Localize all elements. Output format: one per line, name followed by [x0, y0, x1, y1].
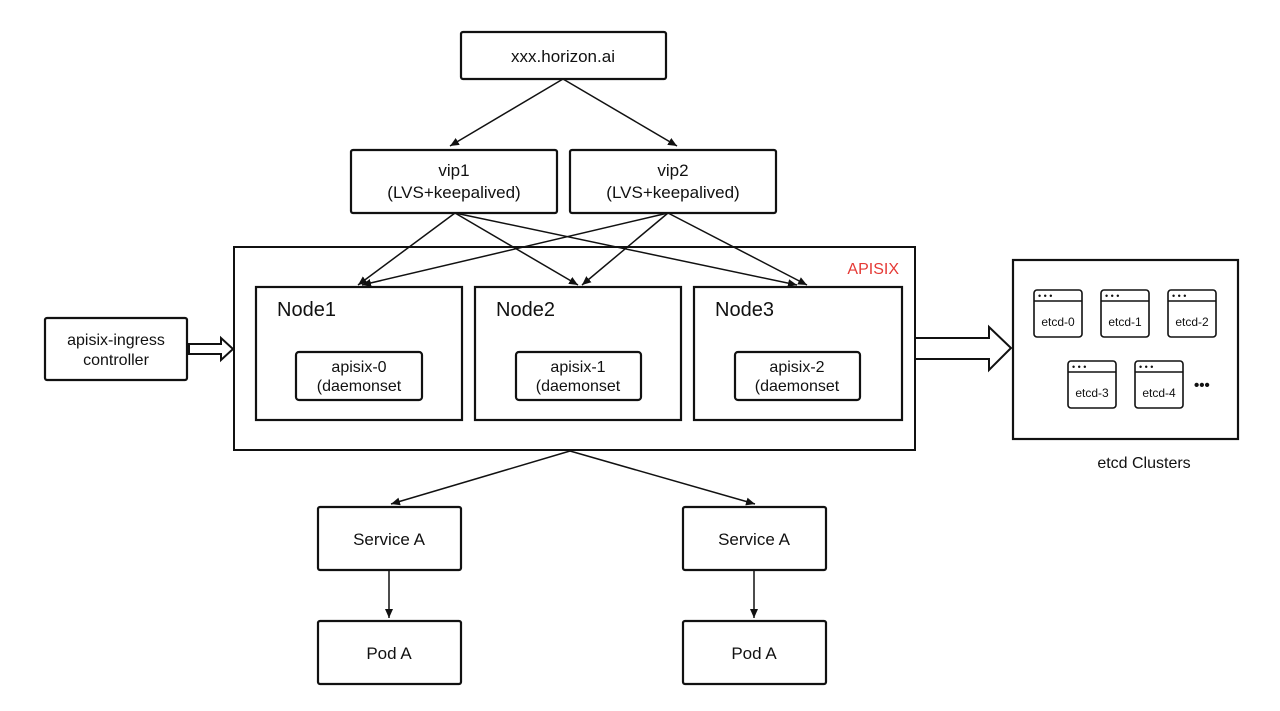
node-3-pod-type: (daemonset [755, 378, 840, 395]
ingress-line-2: controller [83, 352, 149, 369]
arrow-domain-vip1 [449, 78, 564, 147]
node-2: Node2 apisix-1 (daemonset [473, 285, 683, 422]
pod-box-apisix-0 [294, 350, 424, 402]
apisix-label: APISIX [847, 261, 899, 278]
etcd-3-label: etcd-3 [1075, 386, 1109, 400]
vip-1-name: vip1 [438, 161, 469, 180]
connectors [357, 78, 808, 618]
node-2-pod-name: apisix-1 [550, 359, 605, 376]
service-box-right: Service A [681, 505, 828, 572]
more-ellipsis-icon: ••• [1194, 377, 1210, 394]
arrow-apisix-service-left [390, 450, 571, 506]
etcd-node-3: • • • etcd-3 [1067, 360, 1117, 409]
ingress-line-1: apisix-ingress [67, 332, 165, 349]
window-dots-icon: • • • [1105, 291, 1119, 301]
vip-box-1: vip1 (LVS+keepalived) [349, 148, 559, 215]
domain-box: xxx.horizon.ai [459, 30, 668, 81]
pod-left-label: Pod A [366, 644, 412, 663]
etcd-node-4: • • • etcd-4 [1134, 360, 1184, 409]
window-dots-icon: • • • [1038, 291, 1052, 301]
etcd-cluster-box: • • • etcd-0 • • • etcd-1 • • • etcd-2 •… [1011, 258, 1240, 441]
node-1-title: Node1 [277, 299, 336, 321]
hollow-arrow-etcd-icon [914, 324, 1013, 373]
node-1-pod-name: apisix-0 [331, 359, 386, 376]
window-dots-icon: • • • [1072, 362, 1086, 372]
service-box-left: Service A [316, 505, 463, 572]
etcd-0-label: etcd-0 [1041, 315, 1075, 329]
node-3: Node3 apisix-2 (daemonset [692, 285, 904, 422]
node-3-title: Node3 [715, 299, 774, 321]
pod-box-left: Pod A [316, 619, 463, 686]
arrow-vip1-node1 [357, 212, 456, 286]
service-right-label: Service A [718, 530, 790, 549]
ingress-controller-box: apisix-ingress controller [43, 316, 189, 382]
etcd-node-2: • • • etcd-2 [1167, 289, 1217, 338]
node-2-title: Node2 [496, 299, 555, 321]
node-3-pod-name: apisix-2 [769, 359, 824, 376]
arrow-vip2-node2 [581, 212, 669, 286]
pod-box-apisix-2 [733, 350, 862, 402]
vip-1-detail: (LVS+keepalived) [387, 183, 520, 202]
node-1: Node1 apisix-0 (daemonset [254, 285, 464, 422]
vip-2-detail: (LVS+keepalived) [606, 183, 739, 202]
window-dots-icon: • • • [1172, 291, 1186, 301]
vip-box-2: vip2 (LVS+keepalived) [568, 148, 778, 215]
etcd-node-1: • • • etcd-1 [1100, 289, 1150, 338]
etcd-2-label: etcd-2 [1175, 315, 1209, 329]
etcd-clusters-caption: etcd Clusters [1097, 455, 1190, 472]
etcd-4-label: etcd-4 [1142, 386, 1176, 400]
etcd-1-label: etcd-1 [1108, 315, 1142, 329]
arrow-domain-vip2 [562, 78, 678, 147]
pod-right-label: Pod A [731, 644, 777, 663]
hollow-arrow-ingress-icon [188, 335, 235, 363]
domain-label: xxx.horizon.ai [511, 47, 615, 66]
window-dots-icon: • • • [1139, 362, 1153, 372]
pod-box-right: Pod A [681, 619, 828, 686]
vip-2-name: vip2 [657, 161, 688, 180]
arrow-vip2-node3 [667, 212, 808, 286]
node-2-pod-type: (daemonset [536, 378, 621, 395]
arrow-apisix-service-right [569, 450, 756, 506]
service-left-label: Service A [353, 530, 425, 549]
etcd-node-0: • • • etcd-0 [1033, 289, 1083, 338]
arrow-vip2-node1 [361, 212, 669, 287]
pod-box-apisix-1 [514, 350, 643, 402]
node-1-pod-type: (daemonset [317, 378, 402, 395]
